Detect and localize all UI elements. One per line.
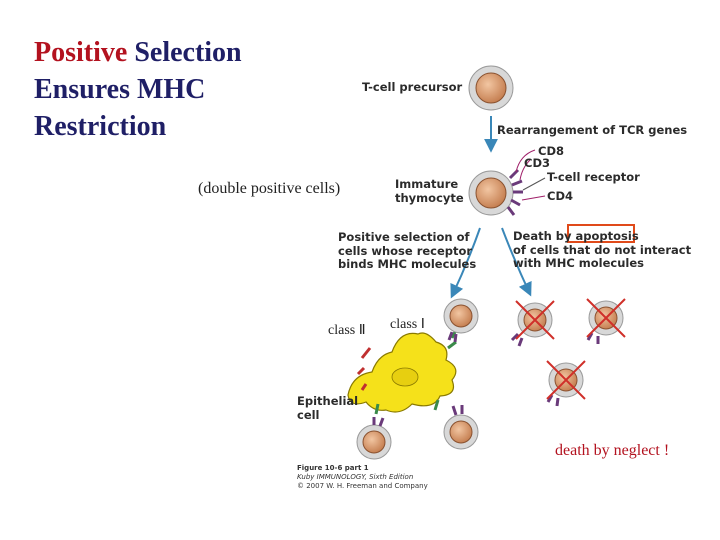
selected-cell-bottom-left bbox=[356, 417, 392, 460]
positive-sel-line3: binds MHC molecules bbox=[338, 257, 477, 271]
caption-book: Kuby IMMUNOLOGY, Sixth Edition bbox=[297, 473, 414, 481]
death-line1-b: apoptosis bbox=[575, 229, 639, 243]
tcell-precursor-cell bbox=[468, 65, 514, 111]
title-line3: Restriction bbox=[34, 111, 167, 142]
epithelial-line1: Epithelial bbox=[297, 394, 359, 408]
positive-sel-line1: Positive selection of bbox=[338, 230, 470, 244]
caption-copyright: © 2007 W. H. Freeman and Company bbox=[297, 482, 428, 490]
epithelial-line2: cell bbox=[297, 407, 320, 422]
title-rest-line1: Selection bbox=[127, 37, 242, 68]
double-positive-label: (double positive cells) bbox=[198, 180, 341, 197]
immature-thymocyte-label: Immature thymocyte bbox=[395, 177, 464, 205]
dying-cell-2 bbox=[586, 298, 626, 344]
selected-cell-top bbox=[443, 298, 479, 343]
dying-cell-1 bbox=[510, 300, 555, 347]
tcell-receptor-label: T-cell receptor bbox=[547, 170, 640, 184]
cd3-label: CD3 bbox=[524, 156, 550, 170]
apoptosis-label: Death by apoptosis of cells that do not … bbox=[513, 229, 692, 271]
class-i-label: class Ⅰ bbox=[390, 317, 425, 332]
death-by-neglect-label: death by neglect ! bbox=[555, 442, 670, 459]
dying-cell-3 bbox=[546, 360, 586, 407]
immature-thymocyte-cell bbox=[468, 168, 523, 216]
title-line2: Ensures MHC bbox=[34, 74, 206, 105]
positive-sel-line2: cells whose receptor bbox=[338, 243, 473, 258]
death-line1-a: Death by bbox=[513, 229, 576, 243]
cd4-label: CD4 bbox=[547, 189, 573, 203]
immature-line2: thymocyte bbox=[395, 190, 464, 205]
cd8-label: CD8 bbox=[538, 144, 564, 158]
death-line2: of cells that do not interact bbox=[513, 242, 692, 257]
tcell-precursor-label: T-cell precursor bbox=[362, 80, 463, 94]
positive-selection-label: Positive selection of cells whose recept… bbox=[338, 230, 477, 272]
caption-figure: Figure 10-6 part 1 bbox=[297, 464, 369, 472]
rearrangement-label: Rearrangement of TCR genes bbox=[497, 123, 688, 137]
title-highlight: Positive bbox=[34, 37, 128, 68]
figure-caption: Figure 10-6 part 1 Kuby IMMUNOLOGY, Sixt… bbox=[297, 464, 428, 491]
epithelial-cell-label: Epithelial cell bbox=[297, 394, 359, 422]
immature-line1: Immature bbox=[395, 177, 459, 191]
selected-cell-bottom-right bbox=[443, 405, 479, 450]
apoptosis-box bbox=[567, 224, 635, 243]
positive-selection-arrow bbox=[450, 227, 481, 299]
slide-title: Positive Selection Ensures MHC Restricti… bbox=[34, 34, 242, 145]
class-ii-label: class Ⅱ bbox=[328, 323, 366, 338]
apoptosis-arrow bbox=[501, 227, 532, 297]
death-line3: with MHC molecules bbox=[513, 256, 644, 270]
mhc-molecules bbox=[356, 327, 459, 415]
